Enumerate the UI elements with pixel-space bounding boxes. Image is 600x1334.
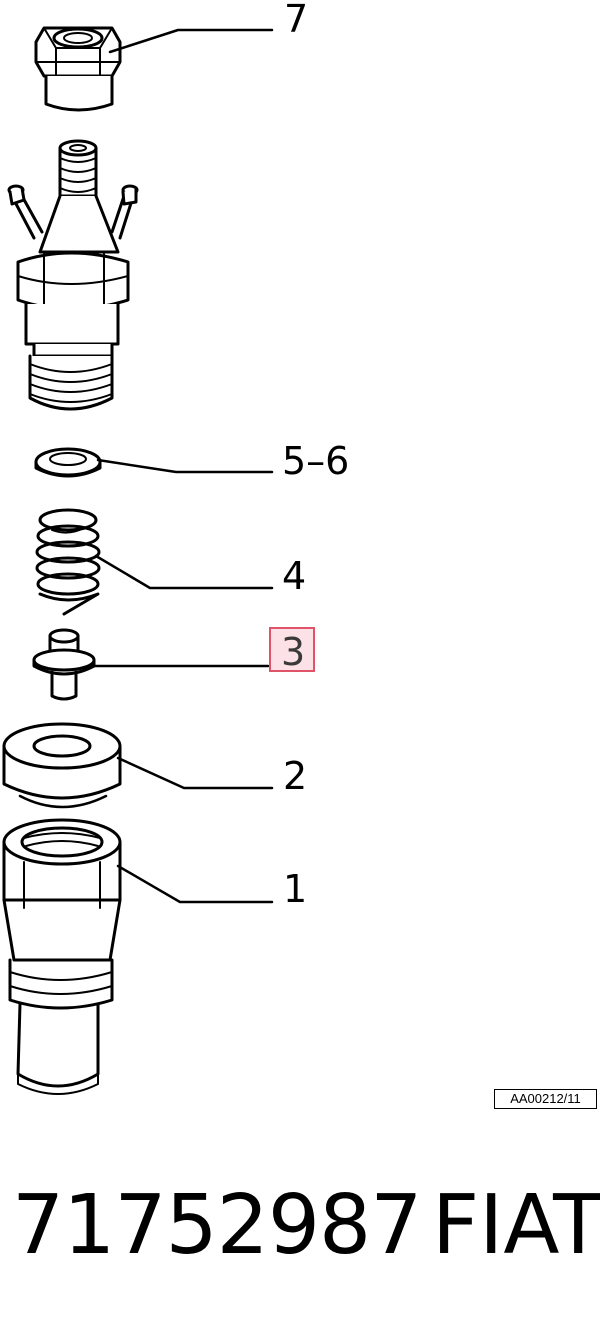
callout-label-5-6: 5–6 [282,439,350,483]
part-2-intermediate-plate [2,722,122,809]
part-7-nut [34,26,122,112]
part-5-6-shim [34,447,102,478]
injector-holder-body [7,139,139,411]
callout-label-2: 2 [283,754,308,798]
part-4-spring [35,508,101,616]
part-number: 71752987 [12,1178,422,1273]
callout-label-1: 1 [283,867,308,911]
leader-line-4 [94,554,274,590]
callout-highlight-3 [269,627,315,672]
drawing-reference-code: AA00212/11 [494,1089,597,1109]
part-3-pressure-pin [32,628,96,701]
callout-label-4: 4 [282,554,307,598]
brand-name: FIAT [432,1178,600,1273]
leader-line-5-6 [96,458,274,474]
part-1-nozzle-nut [2,818,122,1095]
leader-line-1 [116,864,274,904]
callout-label-3: 3 [281,630,306,674]
leader-line-7 [108,28,274,54]
callout-label-7: 7 [284,0,309,41]
leader-line-2 [116,756,274,790]
